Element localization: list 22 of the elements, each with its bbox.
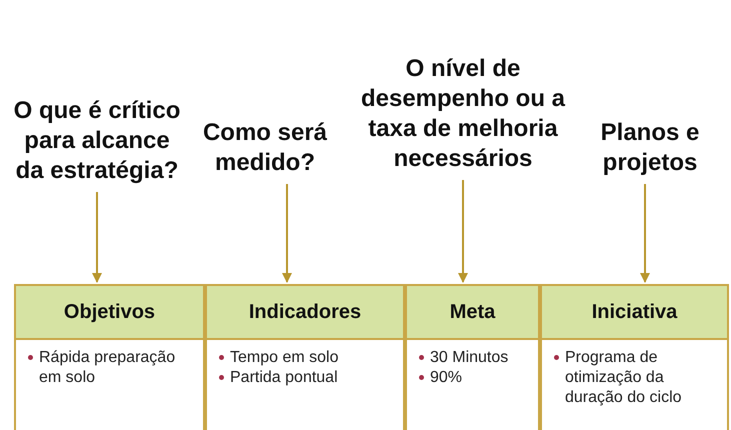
table-cell	[405, 340, 540, 430]
arrow	[640, 184, 650, 283]
table-cell	[205, 340, 405, 430]
arrow	[282, 184, 292, 283]
list-item: 90%	[430, 368, 462, 388]
header-cell: Iniciativa	[540, 284, 729, 340]
list-item: Rápida preparação em solo	[39, 348, 176, 388]
list-item: Tempo em solo	[230, 348, 338, 368]
arrow	[92, 192, 102, 283]
list-item: 30 Minutos	[430, 348, 508, 368]
question-text: Planos e projetos	[600, 118, 700, 178]
question-text: O que é crítico para alcance da estratégia?	[12, 96, 182, 186]
question-text: O nível de desempenho ou a taxa de melhoria necessários	[360, 54, 566, 174]
header-cell: Indicadores	[205, 284, 405, 340]
list-item: Partida pontual	[230, 368, 338, 388]
list-item: Programa de otimização da duração do ciclo	[565, 348, 683, 408]
header-cell: Objetivos	[14, 284, 205, 340]
question-text: Como será medido?	[202, 118, 328, 178]
table-cell	[540, 340, 729, 430]
table-cell	[14, 340, 205, 430]
header-cell: Meta	[405, 284, 540, 340]
arrow	[458, 180, 468, 283]
